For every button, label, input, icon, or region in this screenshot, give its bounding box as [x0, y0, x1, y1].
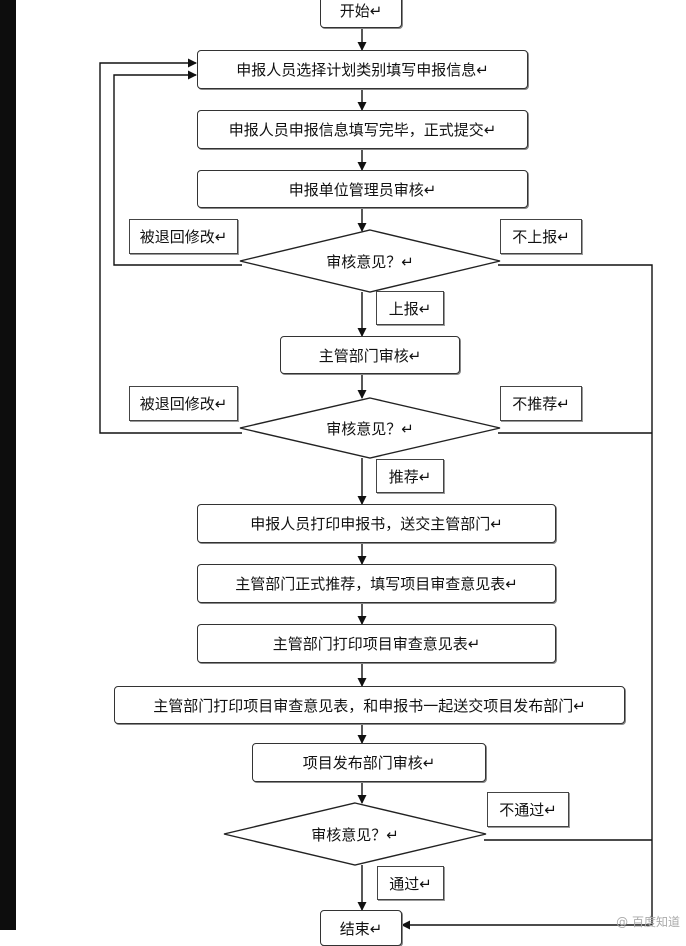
decision-diamond-3 — [223, 802, 487, 866]
label-not-pass: 不通过↵ — [487, 792, 569, 827]
label-recommend: 推荐↵ — [376, 459, 444, 493]
decision-text-3: 审核意见？↵ — [311, 825, 399, 844]
step-publisher-review: 项目发布部门审核↵ — [252, 743, 486, 782]
label-returned-2: 被退回修改↵ — [129, 386, 238, 421]
decision-diamond-1 — [239, 229, 501, 293]
step-fill-application: 申报人员选择计划类别填写申报信息↵ — [197, 50, 528, 89]
line-not-report-to-end — [401, 264, 653, 930]
end-node: 结束↵ — [320, 910, 402, 946]
loop-decision1-to-step1 — [113, 70, 242, 266]
step-dept-recommend: 主管部门正式推荐，填写项目审查意见表↵ — [197, 564, 556, 603]
watermark: @ 百度知道 — [616, 915, 680, 929]
start-node: 开始↵ — [320, 0, 402, 28]
step-unit-admin-review: 申报单位管理员审核↵ — [197, 170, 528, 208]
decision-text-1: 审核意见？↵ — [326, 252, 414, 271]
decision-text-2: 审核意见？↵ — [326, 419, 414, 438]
label-returned-1: 被退回修改↵ — [129, 219, 238, 254]
loop-decision2-to-step1 — [99, 58, 242, 434]
label-not-report: 不上报↵ — [500, 219, 582, 254]
label-report: 上报↵ — [376, 291, 444, 325]
left-window-edge — [0, 0, 16, 930]
label-not-recommend: 不推荐↵ — [500, 386, 582, 421]
step-dept-review: 主管部门审核↵ — [280, 336, 460, 374]
step-submit-application: 申报人员申报信息填写完毕，正式提交↵ — [197, 110, 528, 149]
step-send-to-publisher: 主管部门打印项目审查意见表，和申报书一起送交项目发布部门↵ — [114, 686, 625, 724]
step-print-application: 申报人员打印申报书，送交主管部门↵ — [197, 504, 556, 543]
step-print-review-form: 主管部门打印项目审查意见表↵ — [197, 624, 556, 663]
decision-diamond-2 — [239, 397, 501, 459]
label-pass: 通过↵ — [377, 866, 444, 900]
